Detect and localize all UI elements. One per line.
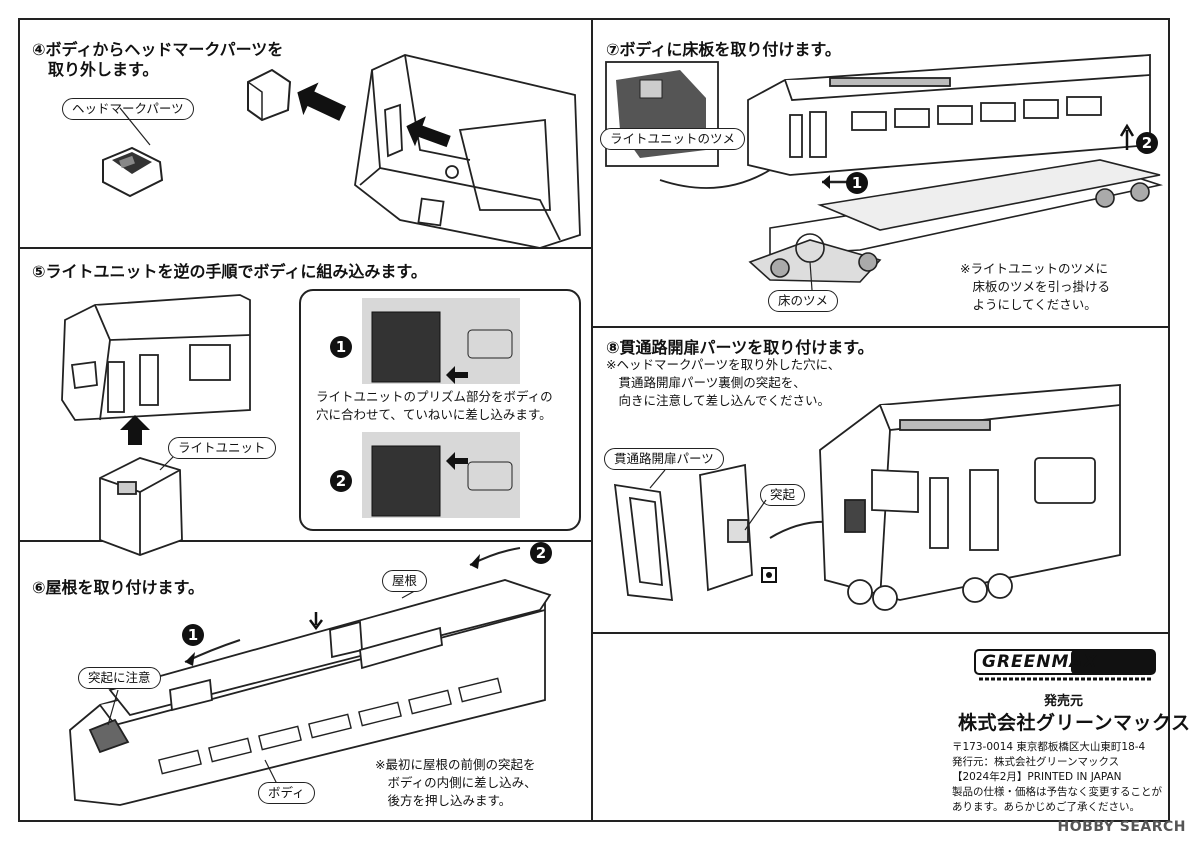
- publisher-address: 〒173-0014 東京都板橋区大山東町18-4 発行元：株式会社グリーンマック…: [952, 741, 1162, 813]
- step4-title: ④ボディからヘッドマークパーツを 取り外します。: [32, 40, 284, 79]
- step6-illustration: [69, 547, 552, 806]
- step6-title: ⑥屋根を取り付けます。: [32, 578, 204, 597]
- section-divider-left-2: [20, 540, 592, 542]
- body-label: ボディ: [258, 782, 315, 804]
- publisher-name: 株式会社グリーンマックス: [958, 712, 1191, 734]
- logo-text: GREENMAX: [982, 652, 1098, 672]
- step5-badge-2: 2: [330, 470, 352, 492]
- step6-badge-2: 2: [530, 542, 552, 564]
- step5-detail-drawing: [362, 298, 520, 518]
- floor-plate-drawing: [748, 159, 1164, 283]
- roof-label: 屋根: [382, 570, 428, 592]
- light-unit-drawing: [99, 457, 183, 556]
- car-body-drawing: [61, 294, 251, 421]
- step8-illustration: [613, 384, 1121, 611]
- up-arrow-icon: [120, 415, 150, 445]
- step7-badge-1: 1: [846, 172, 868, 194]
- roof-and-body-drawing: [69, 579, 552, 806]
- caution-label: 突起に注意: [78, 667, 161, 689]
- greenmax-logo: [974, 649, 1156, 681]
- floor-tab-label: 床のツメ: [768, 290, 839, 312]
- step6-note: ※最初に屋根の前側の突起を ボディの内側に差し込み、 後方を押し込みます。: [375, 757, 537, 808]
- step7-title: ⑦ボディに床板を取り付けます。: [606, 40, 841, 59]
- watermark: HOBBY SEARCH: [1057, 819, 1186, 835]
- step5-badge-1: 1: [330, 336, 352, 358]
- step4-illustration: [102, 54, 581, 249]
- column-divider: [591, 20, 593, 820]
- section-divider-right-2: [593, 632, 1168, 634]
- publisher-role: 発売元: [1044, 694, 1084, 709]
- sheet-border: [18, 18, 1170, 822]
- step5-illustration: [61, 294, 251, 556]
- cab-front-drawing: [819, 384, 1121, 611]
- section-divider-left-1: [20, 247, 592, 249]
- door-part-label: 貫通路開扉パーツ: [604, 448, 724, 470]
- step7-note: ※ライトユニットのツメに 床板のツメを引っ掛ける ようにしてください。: [960, 261, 1111, 312]
- step7-badge-2: 2: [1136, 132, 1158, 154]
- step5-instruction: ライトユニットのプリズム部分をボディの 穴に合わせて、ていねいに差し込みます。: [316, 389, 553, 422]
- headmark-part-drawing: [102, 146, 164, 198]
- projection-label: 突起: [760, 484, 806, 506]
- step8-note: ※ヘッドマークパーツを取り外した穴に、 貫通路開扉パーツ裏側の突起を、 向きに注…: [606, 357, 841, 408]
- section-divider-right-1: [593, 326, 1168, 328]
- step5-title: ⑤ライトユニットを逆の手順でボディに組み込みます。: [32, 262, 427, 281]
- upper-body-drawing: [747, 54, 1151, 176]
- light-unit-tab-label: ライトユニットのツメ: [600, 128, 746, 150]
- light-unit-label: ライトユニット: [168, 437, 276, 459]
- step8-title: ⑧貫通路開扉パーツを取り付けます。: [606, 338, 874, 357]
- step6-badge-1: 1: [182, 624, 204, 646]
- door-part-drawings: [613, 463, 753, 602]
- headmark-part-label: ヘッドマークパーツ: [62, 98, 194, 120]
- cab-body-drawing: [354, 54, 581, 249]
